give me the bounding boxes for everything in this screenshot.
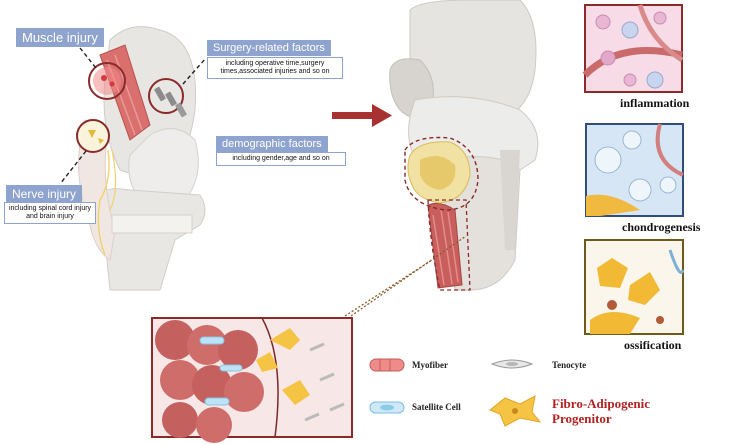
inflammation-panel (582, 4, 684, 93)
heterotopic-ossification (407, 141, 471, 204)
chondrogenesis-label: chondrogenesis (622, 220, 701, 234)
inflammation-label: inflammation (620, 96, 690, 110)
surgery-factors-label: Surgery-related factors (207, 40, 331, 56)
fap-icon (489, 395, 542, 427)
satellite-cell-label: Satellite Cell (412, 402, 461, 412)
ossification-label: ossification (624, 338, 682, 352)
demographic-factors-label: demographic factors (216, 136, 328, 152)
nerve-injury-label: Nerve injury (6, 185, 83, 203)
muscle-injury-marker (88, 62, 126, 100)
nerve-marker (76, 119, 110, 153)
tenocyte-icon (490, 359, 534, 369)
myofiber-label: Myofiber (412, 360, 448, 370)
chondrogenesis-panel (585, 123, 684, 217)
tenocyte-label: Tenocyte (552, 360, 587, 370)
demographic-factors-detail: including gender,age and so on (216, 152, 346, 166)
myofiber-icon (369, 358, 405, 372)
progression-arrow (332, 104, 392, 127)
surgery-marker (148, 78, 184, 114)
tissue-zoom-panel (151, 317, 353, 443)
fap-label: Fibro-Adipogenic Progenitor (552, 396, 650, 426)
muscle-injury-label: Muscle injury (16, 28, 104, 47)
nerve-injury-detail: including spinal cord injury and brain i… (4, 202, 96, 224)
satellite-cell-icon (369, 401, 405, 414)
ossification-panel (584, 239, 685, 335)
left-knee-illustration (78, 26, 206, 291)
right-muscle (427, 202, 463, 289)
surgery-factors-detail: including operative time,surgery times,a… (207, 57, 343, 79)
